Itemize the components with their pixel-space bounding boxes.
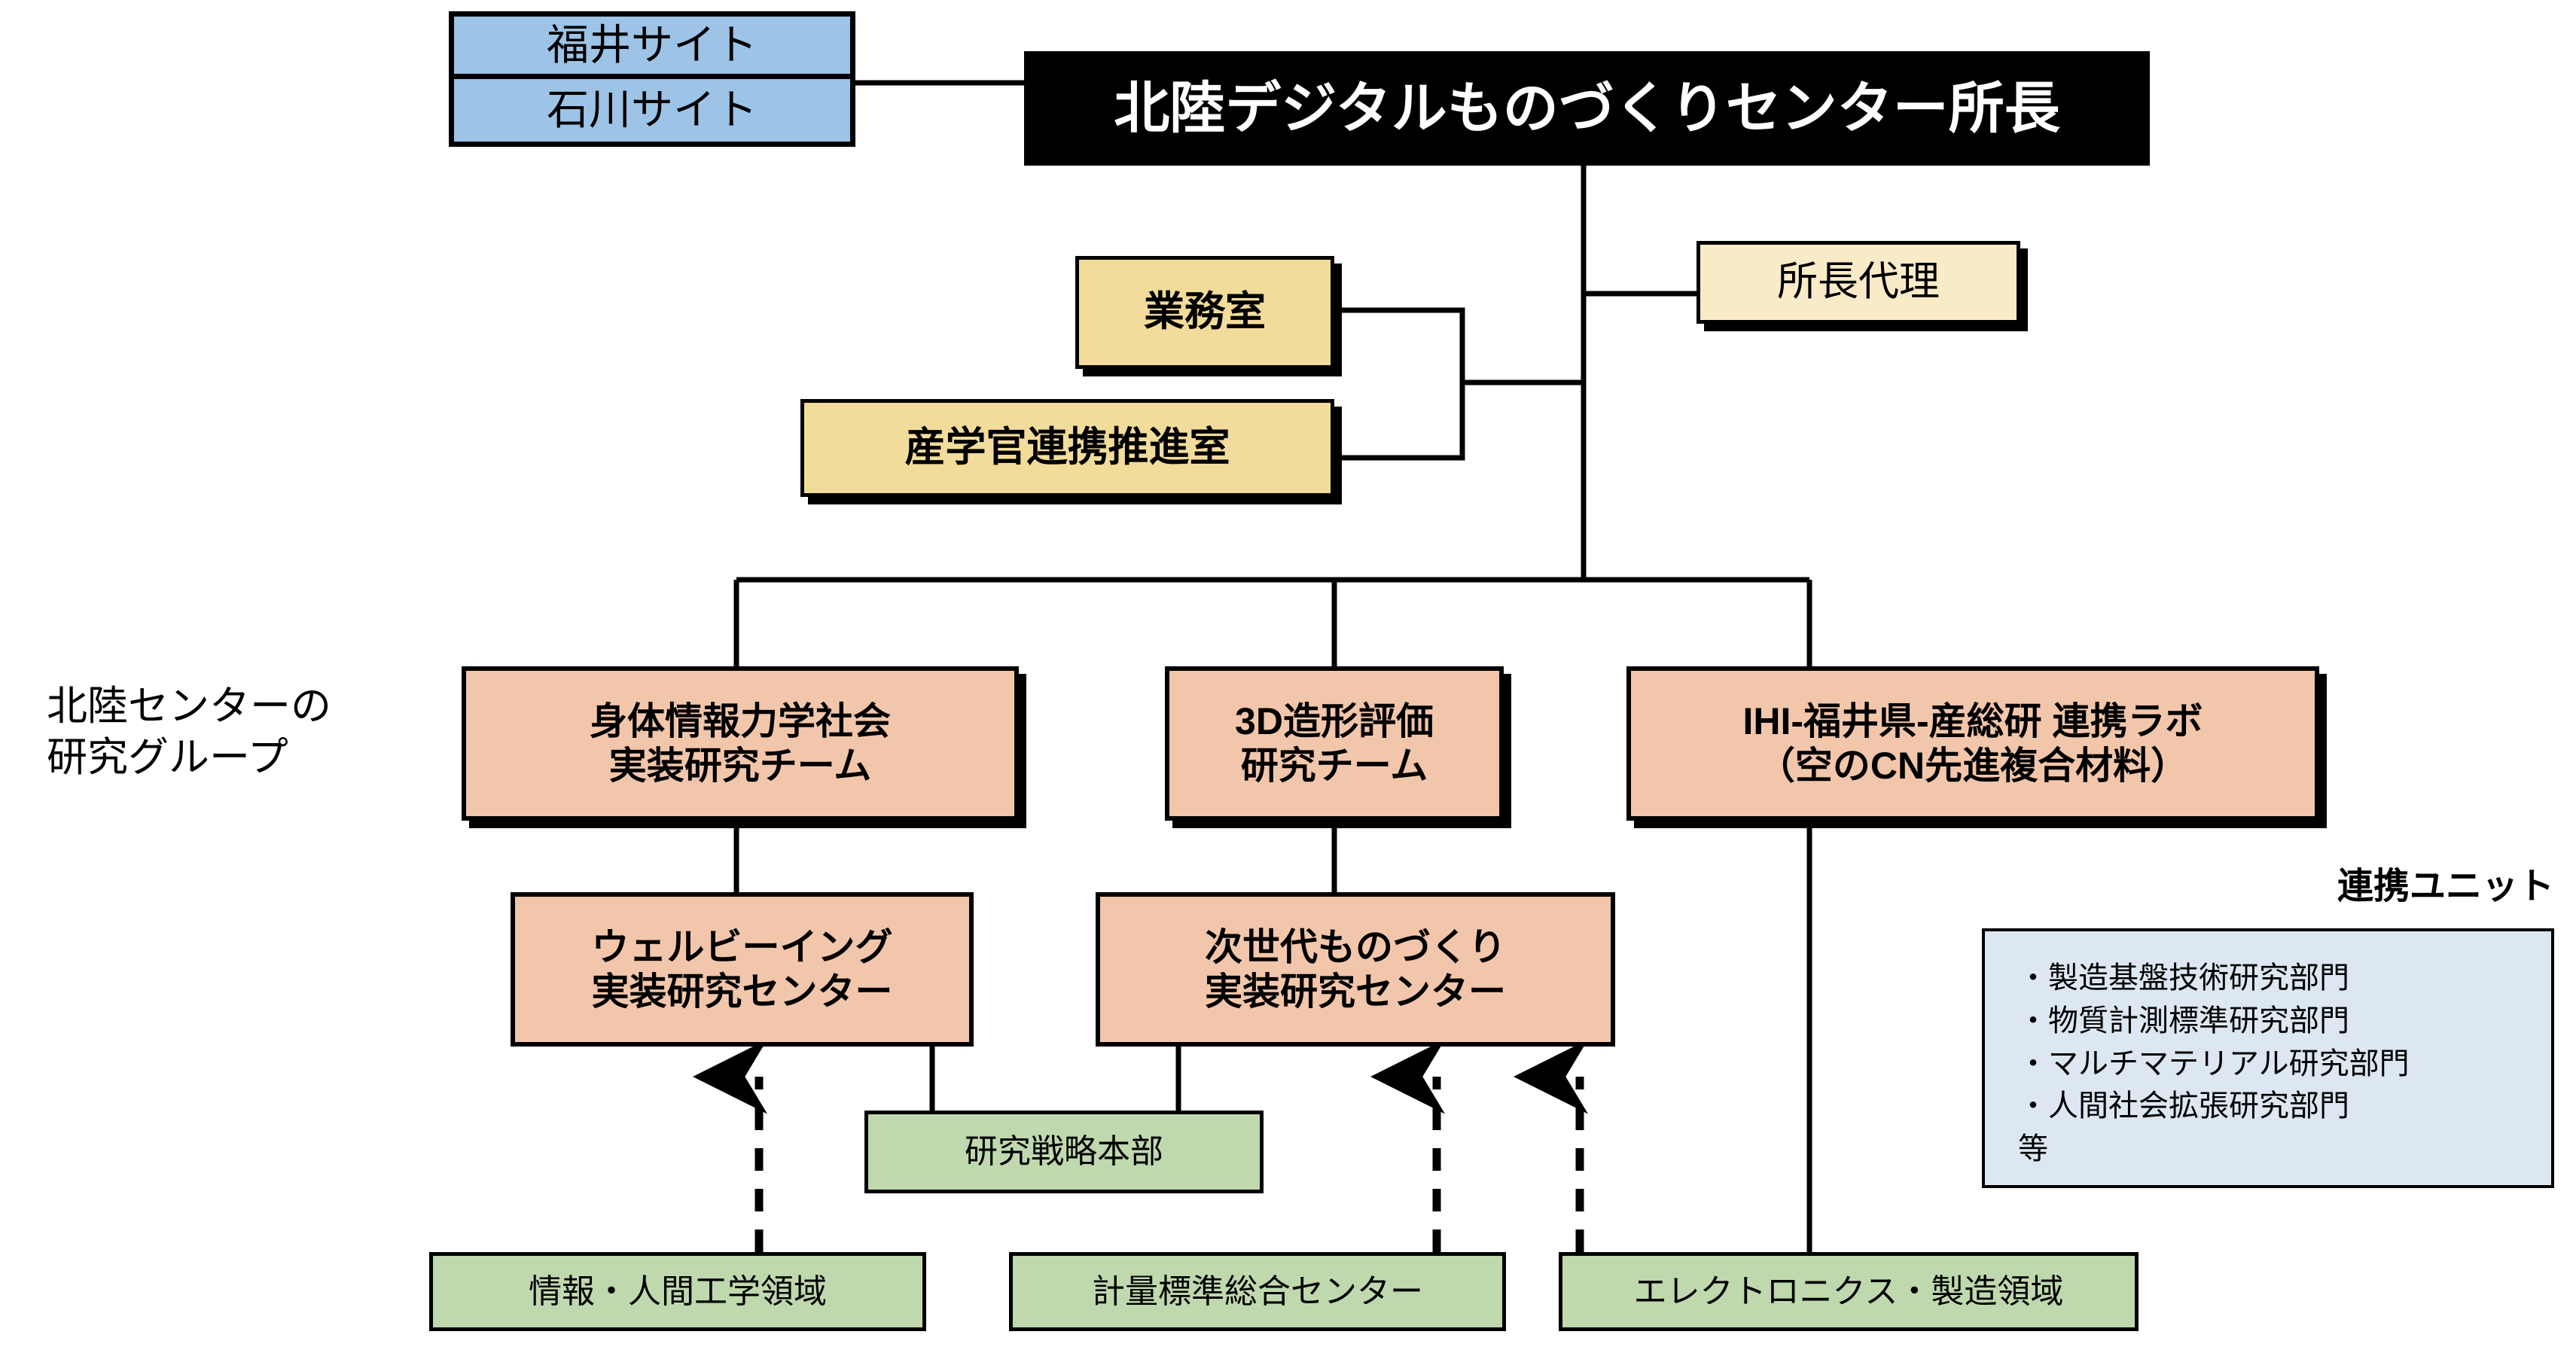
deputy-box[interactable]: 所長代理 <box>1697 241 2020 324</box>
hq-label: 研究戦略本部 <box>965 1133 1163 1171</box>
side-label-line2: 研究グループ <box>47 734 288 780</box>
team-box-shintai[interactable]: 身体情報力学社会 実装研究チーム <box>462 666 1019 821</box>
center-box-wellbeing[interactable]: ウェルビーイング 実装研究センター <box>511 892 974 1047</box>
domain-box-joho[interactable]: 情報・人間工学領域 <box>429 1252 926 1331</box>
team-ihi-line1: IHI-福井県-産総研 連携ラボ <box>1742 699 2203 742</box>
team-box-3d[interactable]: 3D造形評価 研究チーム <box>1165 666 1504 821</box>
center-monodukuri-line2: 実装研究センター <box>1205 970 1506 1013</box>
side-label-line1: 北陸センターの <box>47 684 331 729</box>
director-box[interactable]: 北陸デジタルものづくりセンター所長 <box>1024 51 2150 166</box>
domain-label-keiryo: 計量標準総合センター <box>1092 1272 1423 1310</box>
team-shintai-line1: 身体情報力学社会 <box>590 699 891 742</box>
hq-box[interactable]: 研究戦略本部 <box>864 1111 1264 1193</box>
domain-label-joho: 情報・人間工学領域 <box>529 1272 827 1310</box>
site-label-ishikawa: 石川サイト <box>547 86 758 134</box>
office-label-gyoumu: 業務室 <box>1144 289 1266 335</box>
center-monodukuri-line1: 次世代ものづくり <box>1205 925 1506 968</box>
domain-box-keiryo[interactable]: 計量標準総合センター <box>1009 1252 1506 1331</box>
team-shintai-line2: 実装研究チーム <box>608 744 872 787</box>
center-box-monodukuri[interactable]: 次世代ものづくり 実装研究センター <box>1096 892 1615 1047</box>
domain-box-electronics[interactable]: エレクトロニクス・製造領域 <box>1559 1252 2139 1331</box>
unit-title: 連携ユニット <box>2337 867 2554 907</box>
domain-label-electronics: エレクトロニクス・製造領域 <box>1633 1272 2064 1310</box>
team-3d-line1: 3D造形評価 <box>1235 699 1434 742</box>
edge-offices-bracket <box>1334 307 1465 461</box>
side-label-research-groups: 北陸センターの 研究グループ <box>47 681 423 783</box>
unit-item-3: ・人間社会拡張研究部門 <box>2018 1089 2349 1123</box>
unit-item-0: ・製造基盤技術研究部門 <box>2018 961 2349 995</box>
team-ihi-line2: （空のCN先進複合材料） <box>1757 744 2189 787</box>
site-box-fukui[interactable]: 福井サイト <box>449 11 855 79</box>
unit-item-2: ・マルチマテリアル研究部門 <box>2018 1047 2410 1080</box>
center-wellbeing-line2: 実装研究センター <box>591 970 893 1013</box>
office-box-sangakukan[interactable]: 産学官連携推進室 <box>800 399 1334 497</box>
unit-item-1: ・物質計測標準研究部門 <box>2018 1004 2349 1038</box>
unit-item-4: 等 <box>2018 1132 2048 1166</box>
deputy-label: 所長代理 <box>1777 259 1940 305</box>
office-box-gyoumu[interactable]: 業務室 <box>1075 256 1334 369</box>
office-label-sangakukan: 産学官連携推進室 <box>904 425 1230 471</box>
team-3d-line2: 研究チーム <box>1240 744 1428 787</box>
unit-list-box[interactable]: ・製造基盤技術研究部門 ・物質計測標準研究部門 ・マルチマテリアル研究部門 ・人… <box>1982 928 2554 1188</box>
center-wellbeing-line1: ウェルビーイング <box>591 925 893 968</box>
site-label-fukui: 福井サイト <box>547 20 758 69</box>
team-box-ihi[interactable]: IHI-福井県-産総研 連携ラボ （空のCN先進複合材料） <box>1626 666 2319 821</box>
director-label: 北陸デジタルものづくりセンター所長 <box>1114 77 2060 140</box>
site-box-ishikawa[interactable]: 石川サイト <box>449 79 855 147</box>
